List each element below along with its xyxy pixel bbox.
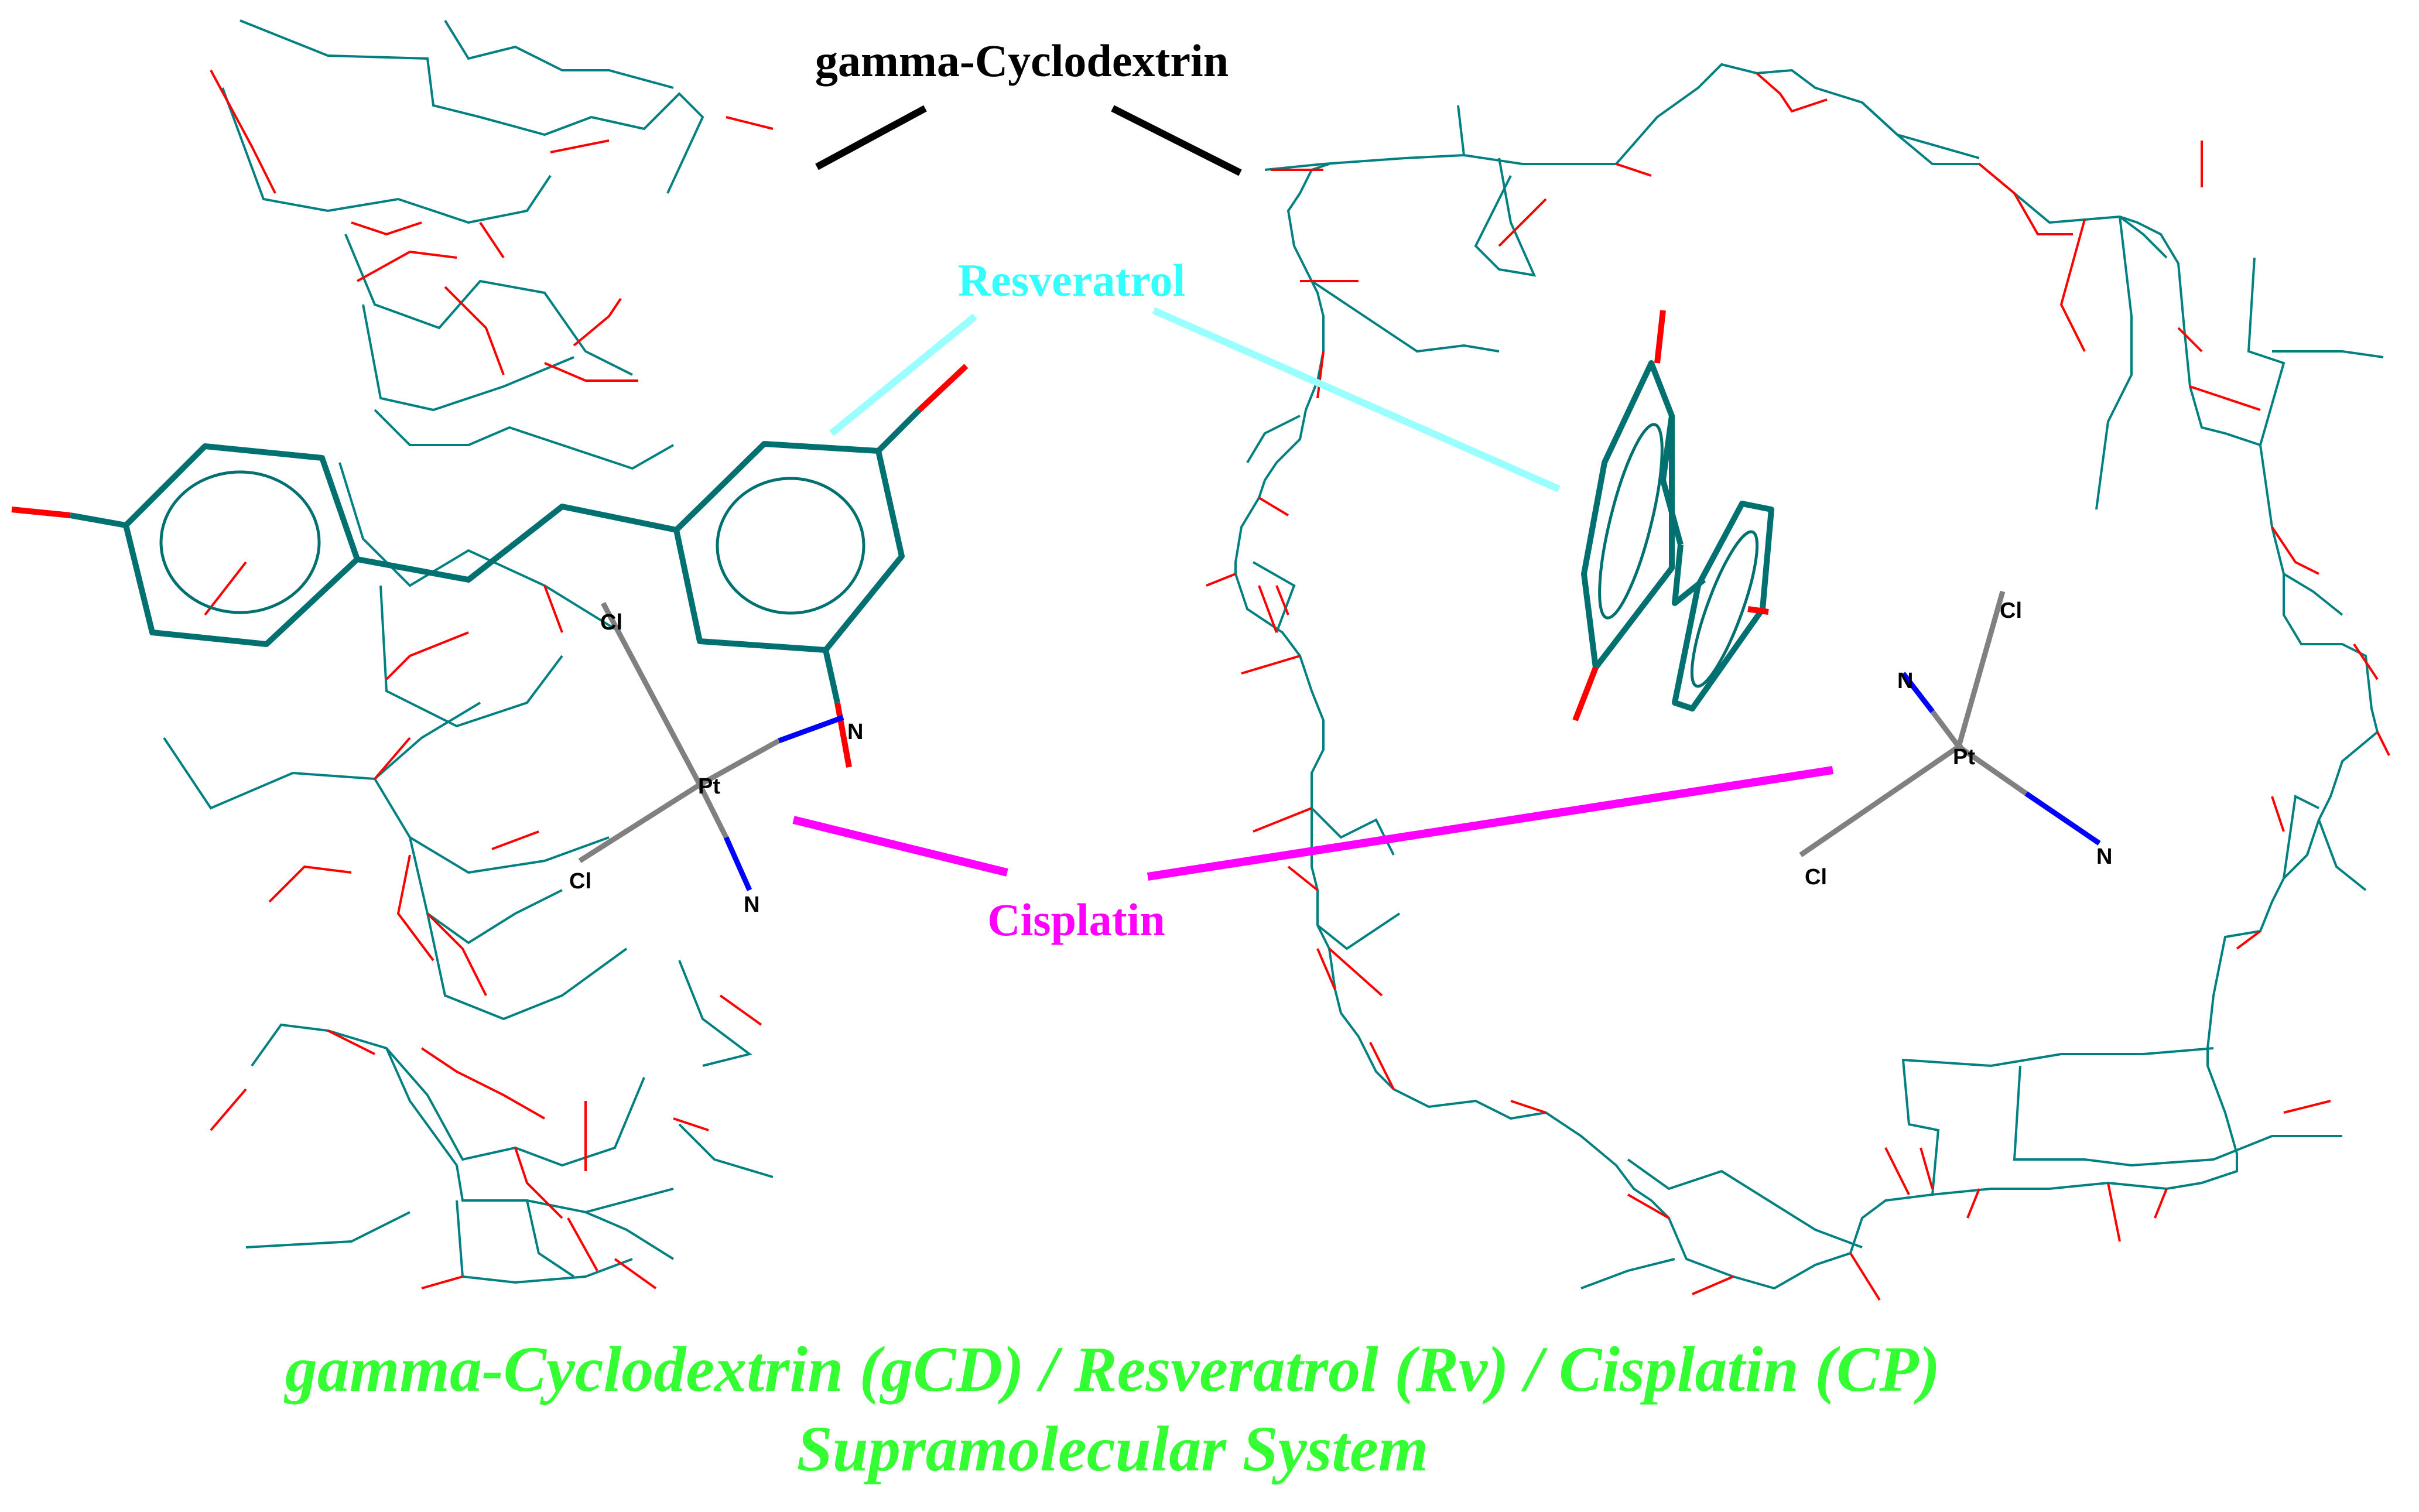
right-resveratrol-ring-2 [1672, 501, 1774, 711]
left-resveratrol-resorcinol-ring [673, 441, 905, 653]
left-chlorine-atom-bottom: Cl [569, 869, 591, 894]
right-nitrogen-atom-right: N [2096, 844, 2112, 869]
cyclodextrin-annotation: gamma-Cyclodextrin [815, 35, 1242, 176]
cyclodextrin-pointer-right [1111, 105, 1242, 176]
right-cisplatin-molecule [1799, 590, 2101, 857]
caption-line-2: Supramolecular System [796, 1413, 1429, 1484]
resveratrol-pointer-right [1152, 307, 1561, 492]
resveratrol-annotation: Resveratrol [829, 255, 1561, 492]
right-chlorine-atom-top: Cl [2000, 598, 2022, 623]
left-chlorine-atom-top: Cl [600, 610, 622, 635]
left-platinum-atom: Pt [698, 774, 720, 799]
figure-caption: gamma-Cyclodextrin (gCD) / Resveratrol (… [0, 1329, 2225, 1489]
right-cyclodextrin-wireframe [1206, 63, 2390, 1301]
cisplatin-pointer-left [792, 816, 1008, 877]
cisplatin-pointer-right [1147, 766, 1834, 881]
right-chlorine-atom-bottom: Cl [1805, 865, 1827, 890]
left-cyclodextrin-wireframe [163, 19, 774, 1289]
cisplatin-annotation: Cisplatin [792, 766, 1834, 945]
left-nitrogen-atom-right: N [847, 720, 863, 744]
right-nitrogen-atom-left: N [1897, 669, 1913, 693]
left-resveratrol-molecule [11, 364, 969, 768]
resveratrol-label: Resveratrol [958, 255, 1185, 306]
left-cisplatin-atom-labels: Pt Cl Cl N N [569, 610, 863, 917]
resveratrol-pointer-left [829, 313, 977, 436]
right-platinum-atom: Pt [1953, 745, 1975, 769]
right-resveratrol-ring-1 [1581, 360, 1675, 671]
caption-line-1: gamma-Cyclodextrin (gCD) / Resveratrol (… [285, 1333, 1941, 1405]
cisplatin-label: Cisplatin [987, 894, 1165, 945]
cyclodextrin-label: gamma-Cyclodextrin [815, 35, 1229, 86]
right-resveratrol-molecule [1572, 310, 1774, 721]
cyclodextrin-pointer-left [815, 105, 927, 170]
right-cisplatin-atom-labels: Pt Cl Cl N N [1805, 598, 2112, 890]
left-nitrogen-atom-bottom: N [744, 892, 759, 917]
left-cisplatin-molecule [578, 601, 844, 891]
